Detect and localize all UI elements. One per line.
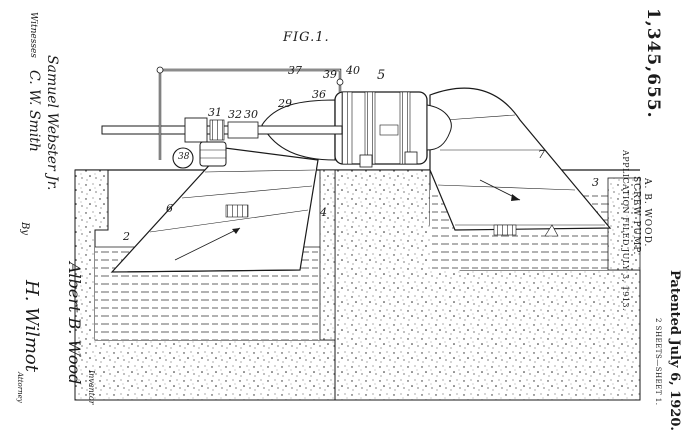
application-date: APPLICATION FILED JULY 3, 1913. <box>621 150 630 312</box>
inventor-name: A. B. WOOD. <box>642 178 652 248</box>
ref-label-31: 31 <box>208 106 222 119</box>
ref-label-3: 3 <box>592 176 599 189</box>
ref-label-32: 32 <box>228 108 242 121</box>
discharge-conduit <box>429 87 612 231</box>
ref-label-38: 38 <box>178 152 190 162</box>
dividing-wall <box>319 169 336 341</box>
patent-number: 1,345,655. <box>643 8 663 119</box>
ref-label-7: 7 <box>538 148 545 161</box>
witness-signature-2: C. W. Smith <box>26 70 42 152</box>
ref-label-5: 5 <box>377 68 386 83</box>
witnesses-label: Witnesses <box>28 12 38 58</box>
figure-title: FIG.1. <box>283 30 330 45</box>
attorney-signature: H. Wilmot <box>21 280 42 372</box>
valve <box>336 78 344 86</box>
outlet-grate <box>493 224 517 236</box>
inventor-signature: Albert B. Wood <box>65 262 84 385</box>
invention-title: SCREW PUMP. <box>631 176 641 256</box>
ref-label-2: 2 <box>123 230 130 243</box>
ref-label-29: 29 <box>278 97 292 110</box>
inventor-label: Inventor <box>87 370 96 405</box>
patented-date: Patented July 6, 1920. <box>667 270 682 431</box>
ref-label-39: 39 <box>323 68 337 81</box>
motor <box>172 141 227 169</box>
ref-label-36: 36 <box>312 88 326 101</box>
ref-label-6: 6 <box>166 202 173 215</box>
ref-label-30: 30 <box>244 108 258 121</box>
witness-signature-1: Samuel Webster Jr. <box>44 55 60 191</box>
intake-conduit <box>110 147 319 273</box>
attorney-label: Attorney <box>16 372 24 403</box>
ref-label-37: 37 <box>288 64 302 77</box>
drive-shaft <box>101 117 343 143</box>
by-label: By <box>19 222 30 235</box>
ref-label-40: 40 <box>346 64 360 77</box>
intake-grate <box>225 204 249 218</box>
ref-label-4: 4 <box>320 206 327 219</box>
sheet-count: 2 SHEETS—SHEET 1. <box>654 318 662 406</box>
